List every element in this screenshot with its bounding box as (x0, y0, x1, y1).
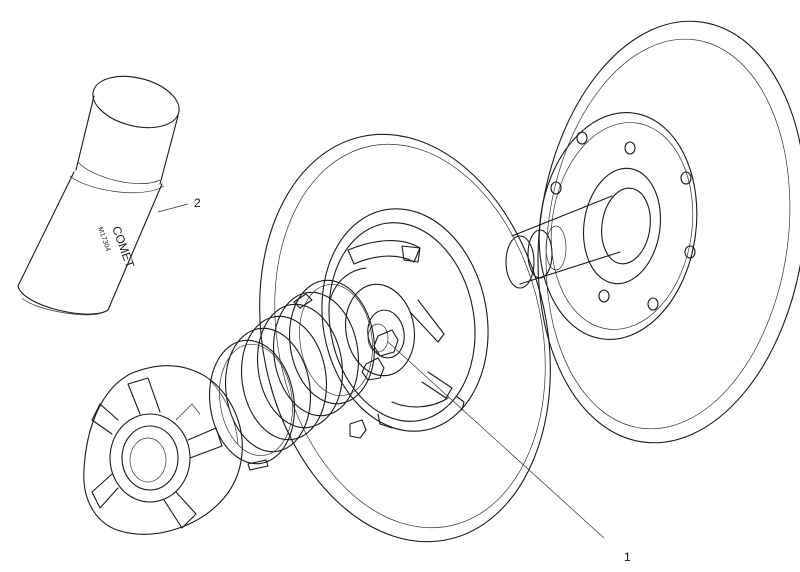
pulley-shaft (505, 195, 621, 289)
spray-can-icon: COMET M17304 (17, 75, 180, 316)
can-code-label: M17304 (96, 226, 111, 252)
movable-sheave (259, 133, 551, 543)
can-brand-label: COMET (109, 224, 137, 270)
cover-cap-icon (83, 365, 243, 535)
callout-number-1: 1 (624, 550, 631, 564)
callout-2: 2 (157, 196, 201, 213)
callout-1: 1 (387, 341, 631, 564)
callout-number-2: 2 (194, 196, 201, 210)
fixed-sheave (537, 20, 800, 444)
spring-retainer-nut (349, 329, 399, 439)
